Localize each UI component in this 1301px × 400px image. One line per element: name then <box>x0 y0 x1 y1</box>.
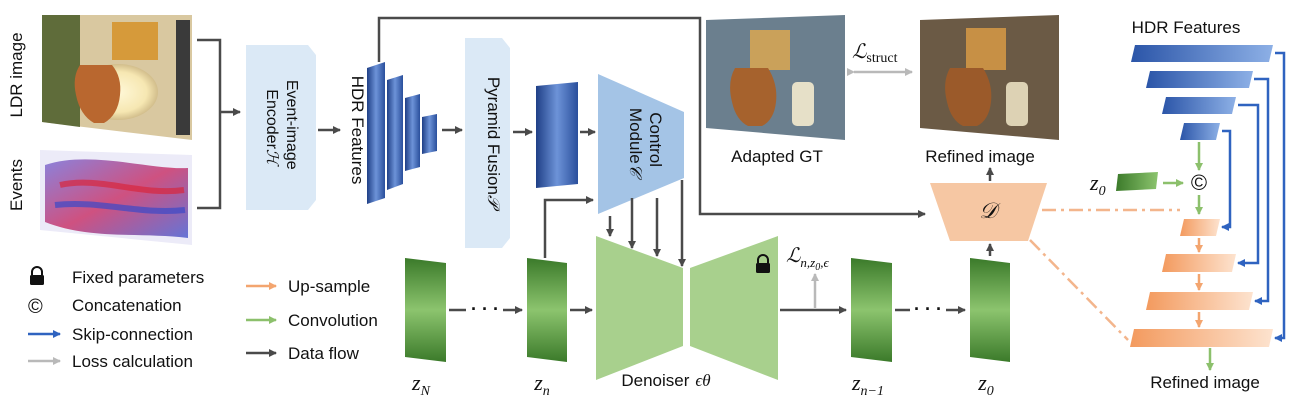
decoder: 𝒟 <box>930 183 1047 241</box>
adapted-gt-label: Adapted GT <box>731 147 823 166</box>
legend-fixed-label: Fixed parameters <box>72 268 204 287</box>
refined-image-top <box>920 15 1059 140</box>
hdr-feature-pyramid <box>367 62 437 204</box>
dots-right: · · · <box>914 299 942 319</box>
legend-conv-label: Convolution <box>288 311 378 330</box>
zn-to-control-flow <box>543 196 594 258</box>
latent-z0-label: z0 <box>977 370 994 399</box>
pyramid-fusion: Pyramid Fusion𝒫 <box>465 38 510 248</box>
encoder-line1: Event-image <box>283 80 300 170</box>
decoder-symbol: 𝒟 <box>979 198 1001 223</box>
adapted-gt-image <box>706 15 845 140</box>
control-line2: Module <box>626 108 645 164</box>
legend-concat-label: Concatenation <box>72 296 182 315</box>
svg-text:Pyramid Fusion𝒫: Pyramid Fusion𝒫 <box>484 77 503 212</box>
latent-zn-label: zn <box>533 370 550 399</box>
right-z0-latent <box>1116 172 1158 191</box>
legend-upsample-label: Up-sample <box>288 277 370 296</box>
svg-text:Control Module𝒞: Control Module𝒞 <box>626 108 665 181</box>
refined-image-label: Refined image <box>925 147 1035 166</box>
hdr-features-label: HDR Features <box>348 76 367 185</box>
denoiser-symbol: ϵθ <box>695 371 710 390</box>
right-refined-bars <box>1130 219 1273 347</box>
latent-z0 <box>970 258 1010 362</box>
concat-symbol: © <box>1191 170 1207 195</box>
latent-zN-label: zN <box>411 370 431 399</box>
latent-zn-1 <box>851 258 892 362</box>
events-label: Events <box>7 159 26 211</box>
right-panel-conv-arrows <box>1163 142 1214 371</box>
legend-loss-label: Loss calculation <box>72 352 193 371</box>
control-line1: Control <box>646 112 665 167</box>
latent-zn-1-label: zn−1 <box>851 370 884 399</box>
right-z0-label: z0 <box>1089 170 1106 199</box>
events-image <box>40 150 192 245</box>
legend: Fixed parameters © Concatenation Skip-co… <box>28 266 378 371</box>
latent-zn <box>527 258 567 362</box>
encoder-line2: Encoderℋ <box>263 89 280 167</box>
right-hdr-feature-bars <box>1131 45 1273 140</box>
pyramid-fusion-label: Pyramid Fusion <box>484 77 503 195</box>
copyright-icon: © <box>28 296 43 318</box>
right-panel-output-label: Refined image <box>1150 373 1260 392</box>
lock-icon <box>30 266 44 285</box>
denoise-loss-label: ℒn,z0,ϵ <box>786 245 829 273</box>
struct-loss-label: ℒstruct <box>852 41 898 66</box>
svg-text:Event-image Encoderℋ: Event-image Encoderℋ <box>263 80 300 174</box>
legend-skip-label: Skip-connection <box>72 325 193 344</box>
ldr-image-label: LDR image <box>7 32 26 117</box>
latent-zN <box>405 258 446 362</box>
control-module: Control Module𝒞 <box>598 74 684 214</box>
encoder-symbol: ℋ <box>263 149 280 167</box>
legend-dataflow-label: Data flow <box>288 344 360 363</box>
fused-feature-block <box>536 82 578 188</box>
features-to-decoder-flow <box>377 16 926 218</box>
lock-icon <box>756 254 770 273</box>
control-to-denoiser-arrows <box>606 180 686 267</box>
dots-left: · · · <box>471 299 499 319</box>
latent-flow-arrows <box>449 243 994 314</box>
decoder-to-panel-guides <box>1029 208 1180 341</box>
ldr-image <box>42 15 192 140</box>
skip-connections <box>1221 51 1286 342</box>
right-panel-title: HDR Features <box>1132 18 1241 37</box>
event-image-encoder: Event-image Encoderℋ <box>246 45 316 210</box>
input-merge-arrow <box>197 38 240 210</box>
